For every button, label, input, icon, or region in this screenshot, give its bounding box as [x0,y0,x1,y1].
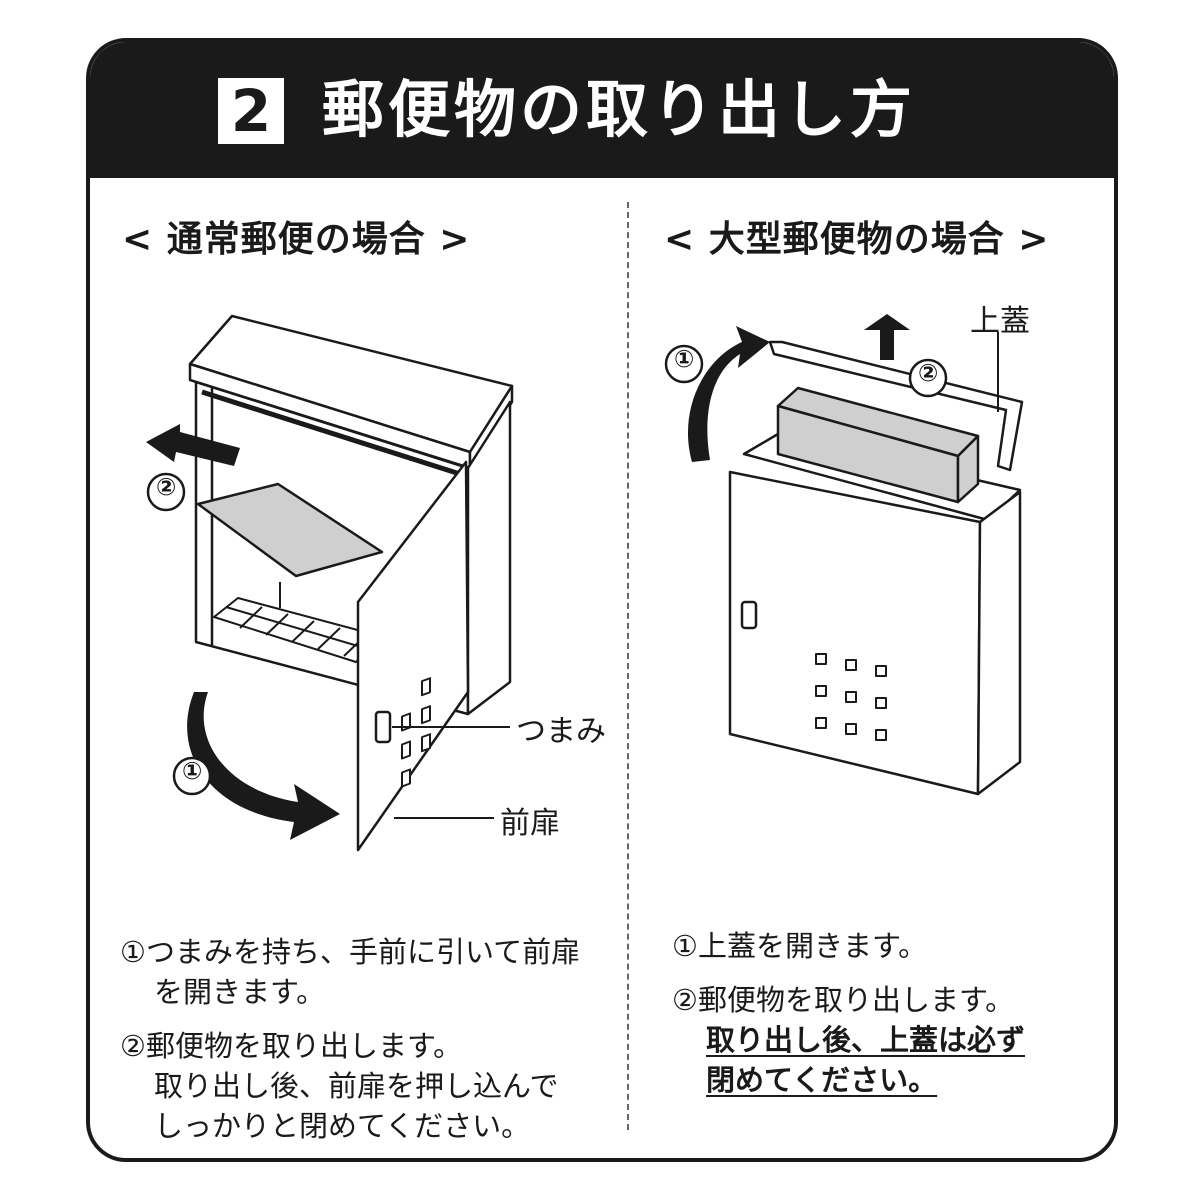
arrow-up-icon [864,314,910,360]
left-instruction-line: を開きます。 [154,975,326,1009]
left-instruction-line: ②郵便物を取り出します。 [120,1029,463,1063]
warning-line: 閉めてください。 [706,1063,938,1097]
warning-line: 取り出し後、上蓋は必ず [706,1023,1026,1057]
left-step2-marker: ② [156,473,177,501]
left-heading: < 通常郵便の場合 > [122,219,471,260]
curved-arrow-icon [687,326,770,462]
left-step-markers [146,472,212,796]
left-step1-marker: ① [182,757,203,785]
column-divider [627,202,629,1130]
curved-arrow-icon [187,692,340,840]
right-heading: < 大型郵便物の場合 > [664,219,1050,260]
top-lid [768,340,1024,472]
right-step-markers [664,344,948,398]
arrow-up-icon [146,424,240,466]
right-step2-marker: ② [918,359,939,387]
right-instructions: ①上蓋を開きます。 ②郵便物を取り出します。 取り出し後、上蓋は必ず 閉めてくだ… [672,926,1025,1100]
step-number-badge: 2 [218,78,284,144]
page-title: 郵便物の取り出し方 [322,73,917,146]
illustrations [146,314,1024,852]
left-instruction-line: しっかりと閉めてください。 [154,1109,531,1143]
left-instruction-line: ①つまみを持ち、手前に引いて前扉 [120,935,581,969]
letter-envelope [196,482,384,578]
right-instruction-line: ②郵便物を取り出します。 [672,983,1015,1017]
left-arrows [146,424,340,840]
right-step1-marker: ① [674,345,695,373]
knob-label: つまみ [516,714,606,749]
instruction-card: 2 郵便物の取り出し方 < 通常郵便の場合 > < 大型郵便物の場合 > [86,38,1118,1162]
right-mailbox-illustration [728,332,1024,796]
mailbox-front [728,470,982,796]
door-knob [374,710,392,744]
left-instruction-line: 取り出し後、前扉を押し込んで [154,1069,559,1103]
left-mailbox-illustration [188,314,514,852]
door-label: 前扉 [500,806,560,841]
right-arrows [687,314,910,462]
front-door [356,460,470,852]
left-instructions: ①つまみを持ち、手前に引いて前扉 を開きます。 ②郵便物を取り出します。 取り出… [120,932,580,1146]
lid-label: 上蓋 [970,304,1030,339]
title-bar: 2 郵便物の取り出し方 [90,42,1114,178]
right-instruction-line: ①上蓋を開きます。 [672,929,928,963]
